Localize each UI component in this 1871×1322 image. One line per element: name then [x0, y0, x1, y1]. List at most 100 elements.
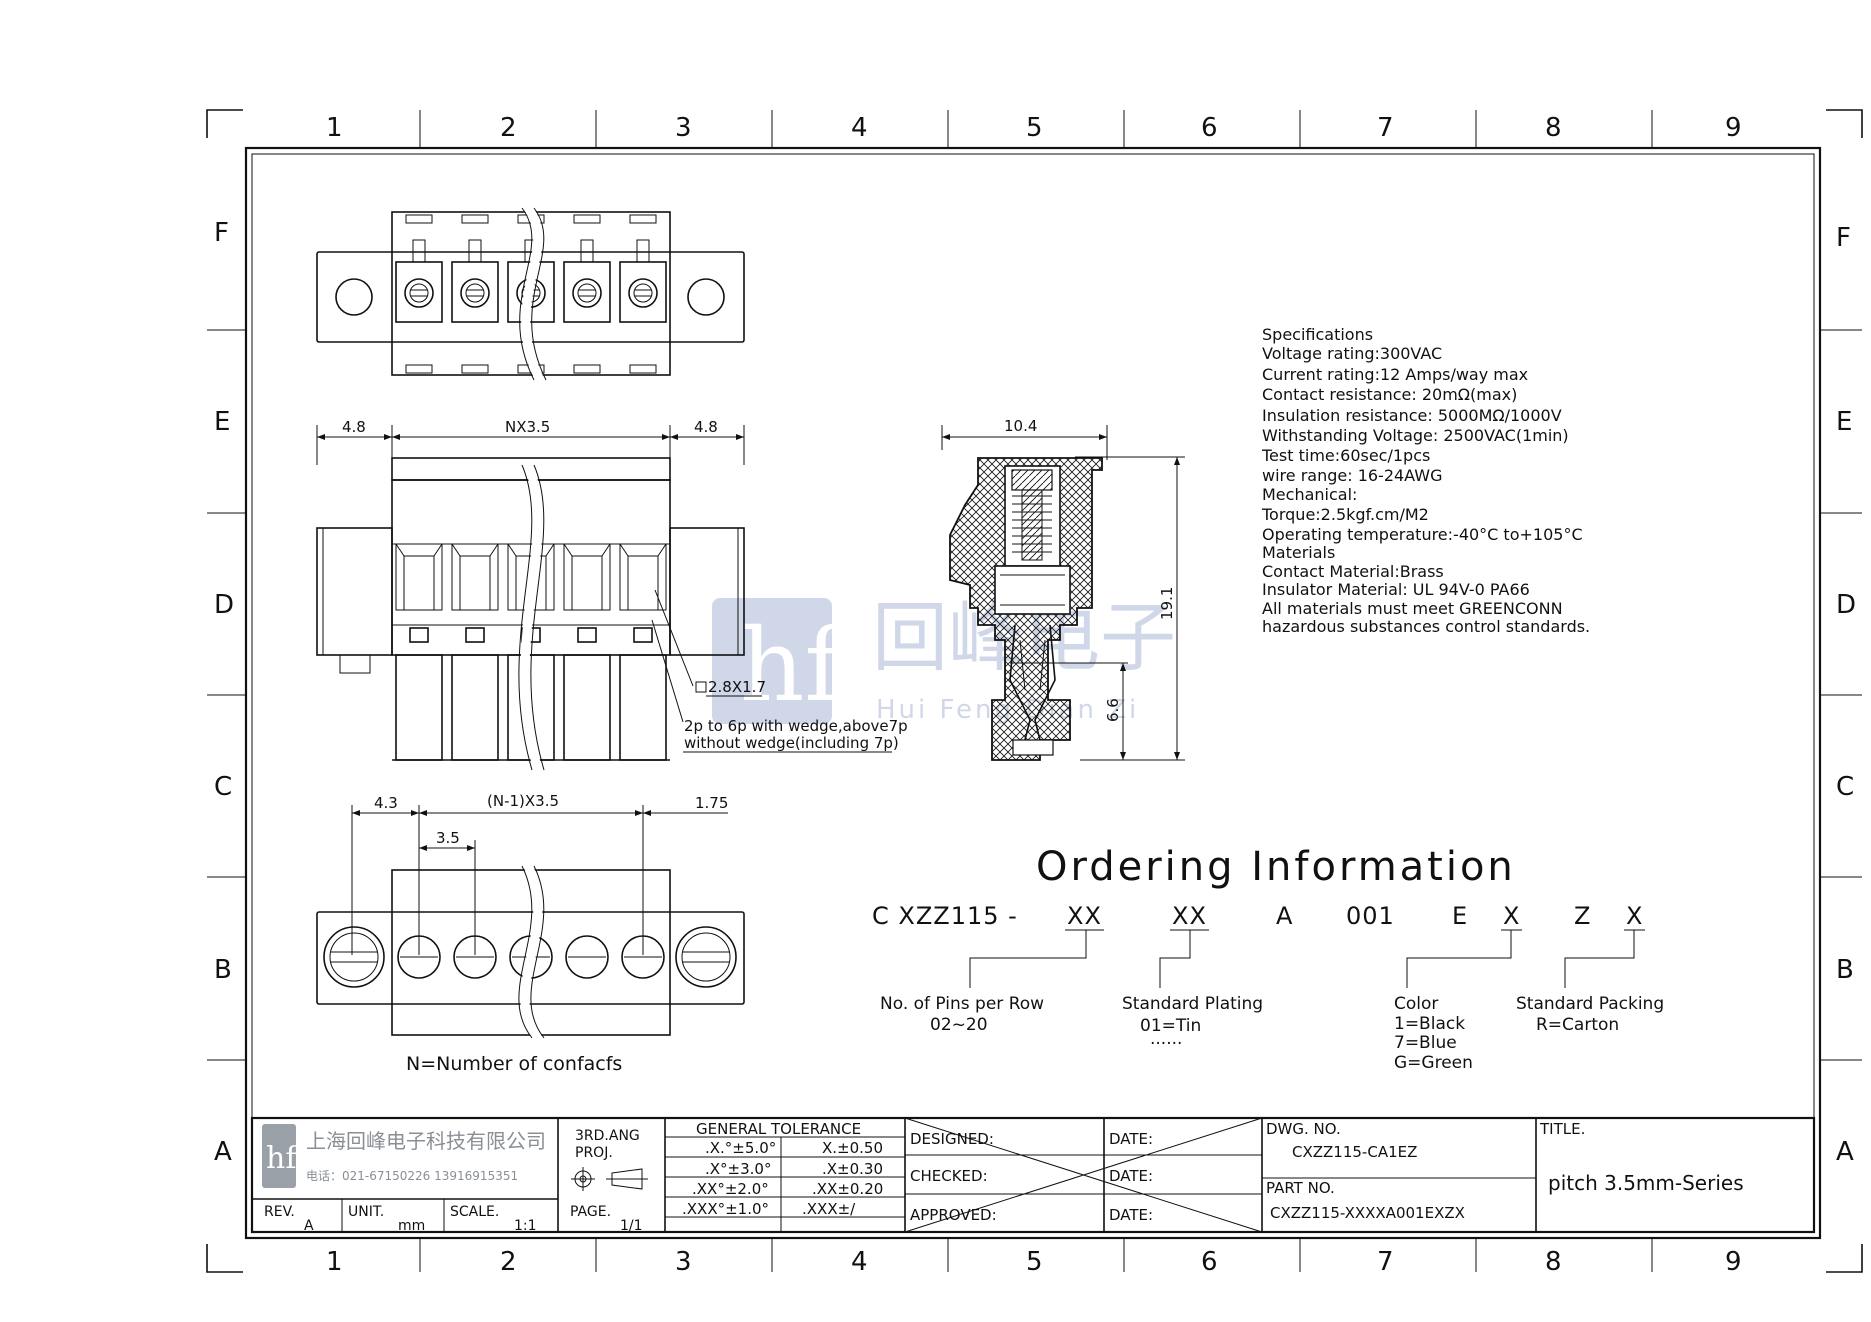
pins-label: No. of Pins per Row — [880, 994, 1044, 1014]
code-part: C XZZ115 - — [872, 902, 1018, 930]
row-labels-right: F E D C B A — [1836, 223, 1856, 1167]
dwg-value: CXZZ115-CA1EZ — [1292, 1143, 1417, 1161]
row-label: F — [214, 218, 229, 248]
end-screw-icon — [323, 926, 385, 988]
plating-label: Standard Plating — [1122, 994, 1263, 1014]
spec-line: Insulation resistance: 5000MΩ/1000V — [1262, 406, 1562, 425]
col-label: 5 — [1026, 1247, 1043, 1277]
company-name: 上海回峰电子科技有限公司 — [306, 1129, 546, 1153]
color-option: 7=Blue — [1394, 1033, 1457, 1053]
color-option: G=Green — [1394, 1053, 1473, 1073]
pin-size-note: 2.8X1.7 — [708, 678, 766, 696]
spec-line: wire range: 16-24AWG — [1262, 466, 1442, 485]
scale-value: 1:1 — [514, 1218, 537, 1234]
col-label: 8 — [1545, 113, 1562, 143]
date-label: DATE: — [1109, 1167, 1153, 1185]
spec-line: All materials must meet GREENCONN — [1262, 599, 1563, 618]
row-label: A — [1836, 1137, 1854, 1167]
plating-more: ...... — [1150, 1029, 1182, 1049]
title-block: hf 上海回峰电子科技有限公司 电话：021-67150226 13916915… — [250, 1116, 1816, 1234]
rev-value: A — [304, 1218, 314, 1234]
dim-bot-left: 4.3 — [374, 794, 398, 812]
tolerance-linear: X.±0.50 — [822, 1139, 883, 1157]
code-part: A — [1276, 902, 1293, 930]
spec-line: Test time:60sec/1pcs — [1261, 446, 1430, 465]
row-label: E — [1836, 407, 1852, 437]
projection-line-1: 3RD.ANG — [575, 1128, 640, 1144]
col-label: 7 — [1377, 113, 1394, 143]
column-labels-bottom: 1 2 3 4 5 6 7 8 9 — [326, 1247, 1742, 1277]
plating-value: 01=Tin — [1140, 1016, 1201, 1036]
col-label: 1 — [326, 1247, 343, 1277]
spec-line: Operating temperature:-40°C to+105°C — [1262, 525, 1583, 544]
col-label: 3 — [675, 1247, 692, 1277]
projection-symbol-icon — [571, 1167, 648, 1191]
dim-top-right: 4.8 — [694, 418, 718, 436]
spec-line: Current rating:12 Amps/way max — [1262, 365, 1528, 384]
code-part: 001 — [1346, 902, 1395, 930]
code-part-plating: XX — [1172, 902, 1207, 930]
page-value: 1/1 — [620, 1218, 643, 1234]
col-label: 4 — [851, 1247, 868, 1277]
spec-line: Withstanding Voltage: 2500VAC(1min) — [1262, 426, 1569, 445]
bottom-view: 4.3 (N-1)X3.5 3.5 1.75 N=Number of confa… — [316, 792, 745, 1075]
watermark: hf 回峰电子 Hui Feng Dian Zi — [712, 593, 1176, 725]
code-part: E — [1452, 902, 1468, 930]
packing-value: R=Carton — [1536, 1015, 1619, 1035]
code-part-color: X — [1503, 902, 1520, 930]
row-label: C — [1836, 772, 1854, 802]
dim-side-width: 10.4 — [1004, 417, 1037, 435]
part-value: CXZZ115-XXXXA001EXZX — [1270, 1204, 1465, 1222]
date-label: DATE: — [1109, 1130, 1153, 1148]
spec-line: Voltage rating:300VAC — [1262, 344, 1442, 363]
scale-label: SCALE. — [450, 1204, 499, 1220]
row-labels-left: F E D C B A — [214, 218, 234, 1167]
col-label: 4 — [851, 113, 868, 143]
row-label: C — [214, 772, 232, 802]
top-view — [316, 205, 745, 383]
unit-label: UNIT. — [348, 1204, 384, 1220]
tolerance-title: GENERAL TOLERANCE — [696, 1120, 861, 1138]
row-label: B — [1836, 955, 1854, 985]
specifications: Specifications Voltage rating:300VAC Cur… — [1261, 325, 1590, 636]
packing-label: Standard Packing — [1516, 994, 1664, 1014]
ordering-title: Ordering Information — [1036, 844, 1516, 890]
approved-label: APPROVED: — [910, 1206, 997, 1224]
tolerance-linear: .XXX±/ — [802, 1200, 856, 1218]
wedge-note-2: without wedge(including 7p) — [684, 734, 899, 752]
svg-text:hf: hf — [266, 1141, 298, 1176]
sheet-frame — [206, 109, 1863, 1273]
spec-line: Contact Material:Brass — [1262, 562, 1444, 581]
drawing-title: pitch 3.5mm-Series — [1548, 1171, 1744, 1195]
dim-side-height: 19.1 — [1158, 587, 1176, 620]
date-label: DATE: — [1109, 1206, 1153, 1224]
company-phone: 电话：021-67150226 13916915351 — [306, 1169, 518, 1183]
screw-thread — [1012, 489, 1052, 561]
code-part-packing: X — [1626, 902, 1643, 930]
row-label: D — [1836, 590, 1856, 620]
checked-label: CHECKED: — [910, 1167, 988, 1185]
col-label: 2 — [500, 113, 517, 143]
dim-top-mid: NX3.5 — [505, 418, 550, 436]
row-label: F — [1836, 223, 1851, 253]
unit-value: mm — [398, 1218, 425, 1234]
dwg-label: DWG. NO. — [1266, 1120, 1341, 1138]
spec-line: Specifications — [1262, 325, 1373, 344]
col-label: 5 — [1026, 113, 1043, 143]
tolerance-linear: .X±0.30 — [822, 1160, 883, 1178]
col-label: 2 — [500, 1247, 517, 1277]
spec-line: Mechanical: — [1262, 485, 1357, 504]
wedge-note-1: 2p to 6p with wedge,above7p — [684, 717, 908, 735]
watermark-logo-icon — [712, 598, 832, 724]
row-label: B — [214, 955, 232, 985]
row-label: D — [214, 590, 234, 620]
dim-bot-pitch: 3.5 — [436, 829, 460, 847]
spec-line: hazardous substances control standards. — [1262, 617, 1590, 636]
tolerance-angle: .XX°±2.0° — [692, 1180, 769, 1198]
code-part-pins: XX — [1067, 902, 1102, 930]
dim-bot-mid: (N-1)X3.5 — [487, 792, 559, 810]
dim-bot-right: 1.75 — [695, 794, 728, 812]
code-part: Z — [1574, 902, 1591, 930]
designed-label: DESIGNED: — [910, 1130, 994, 1148]
